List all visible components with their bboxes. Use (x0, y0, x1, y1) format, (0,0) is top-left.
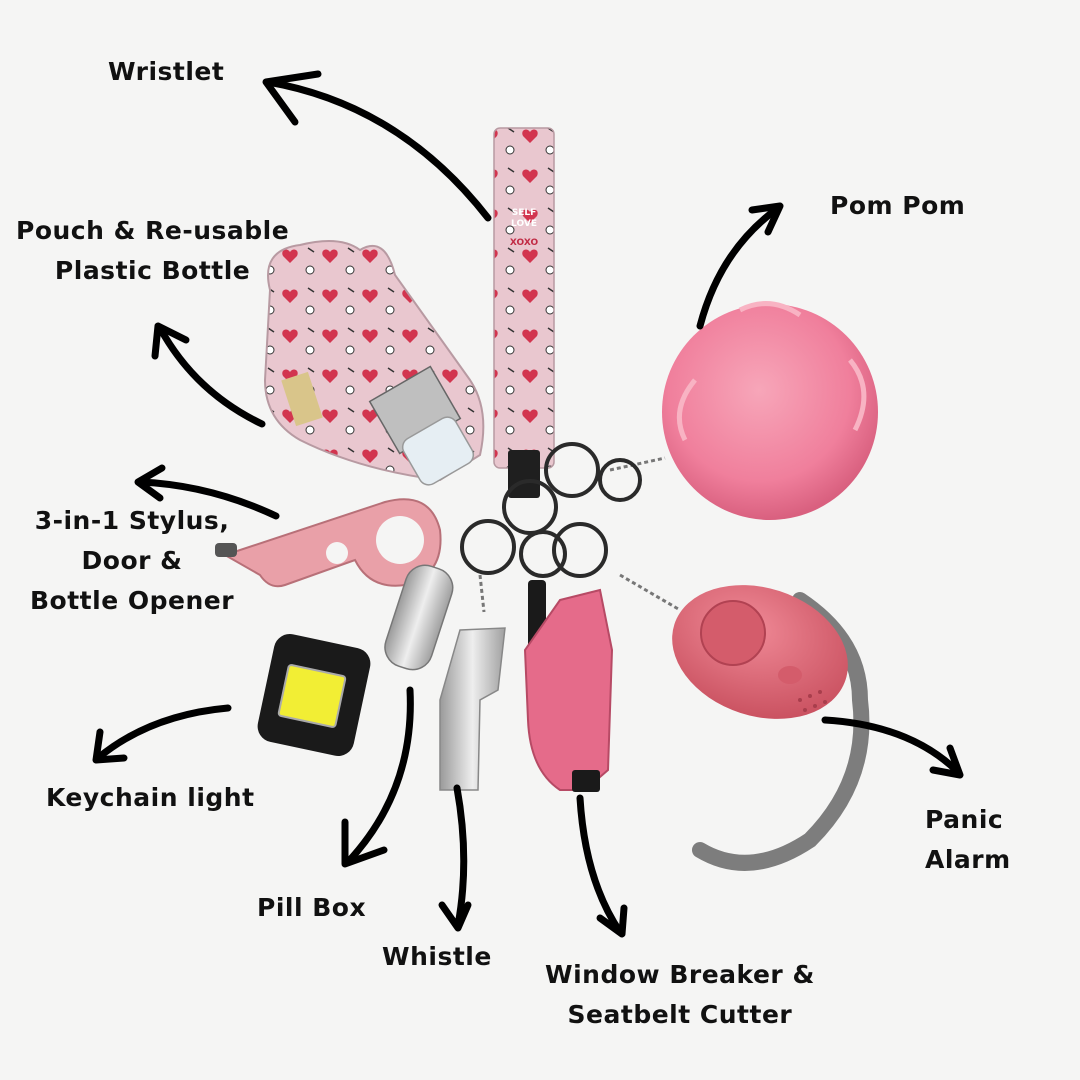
arrow-window-breaker (576, 794, 628, 938)
wristlet-strap: SELF LOVE XOXO (493, 127, 555, 498)
label-window-breaker-line-2: Seatbelt Cutter (567, 1000, 793, 1029)
whistle-item (439, 574, 506, 791)
arrow-whistle (438, 784, 472, 932)
label-panic-alarm-line-2: Alarm (925, 845, 1011, 874)
label-whistle-line-1: Whistle (382, 942, 492, 971)
label-pouch-line-1: Pouch & Re-usable (16, 216, 290, 245)
label-keychain-light-line-1: Keychain light (46, 783, 255, 812)
label-wristlet: Wristlet (108, 52, 224, 92)
label-pill-box: Pill Box (257, 888, 366, 928)
arrow-stylus (134, 464, 280, 520)
label-window-breaker-line-1: Window Breaker & (545, 960, 815, 989)
arrow-wristlet (262, 70, 492, 222)
label-pill-box-line-1: Pill Box (257, 893, 367, 922)
label-stylus-line-2: Door & (81, 546, 183, 575)
label-pompom: Pom Pom (830, 186, 965, 226)
label-stylus-line-3: Bottle Opener (30, 586, 235, 615)
arrow-panic-alarm (821, 716, 964, 779)
label-keychain-light: Keychain light (46, 778, 255, 818)
arrow-pouch (151, 322, 266, 428)
pill-box (384, 564, 454, 671)
label-panic-alarm: Panic Alarm (925, 800, 1011, 880)
wristlet-print-love: LOVE (511, 219, 537, 229)
keychain-light (257, 633, 371, 757)
label-window-breaker: Window Breaker & Seatbelt Cutter (545, 955, 815, 1035)
label-whistle: Whistle (382, 937, 492, 977)
wristlet-print-self: SELF (512, 208, 537, 218)
callout-arrows (92, 70, 964, 938)
pom-pom (609, 301, 878, 520)
arrow-keychain-light (92, 704, 232, 764)
label-stylus-line-1: 3-in-1 Stylus, (34, 506, 230, 535)
label-stylus: 3-in-1 Stylus, Door & Bottle Opener (30, 501, 234, 621)
label-panic-alarm-line-1: Panic (925, 805, 1004, 834)
key-rings (460, 442, 642, 578)
label-pouch-line-2: Plastic Bottle (54, 256, 251, 285)
arrow-pompom (696, 202, 784, 330)
pouch-bottle (263, 240, 485, 486)
panic-alarm (619, 573, 870, 871)
label-pompom-line-1: Pom Pom (830, 191, 966, 220)
wristlet-print-xoxo: XOXO (510, 238, 539, 248)
window-breaker (523, 580, 614, 792)
stylus-opener (215, 498, 442, 588)
label-wristlet-line-1: Wristlet (108, 57, 225, 86)
label-pouch: Pouch & Re-usable Plastic Bottle (16, 211, 289, 291)
arrow-pill-box (341, 686, 414, 868)
